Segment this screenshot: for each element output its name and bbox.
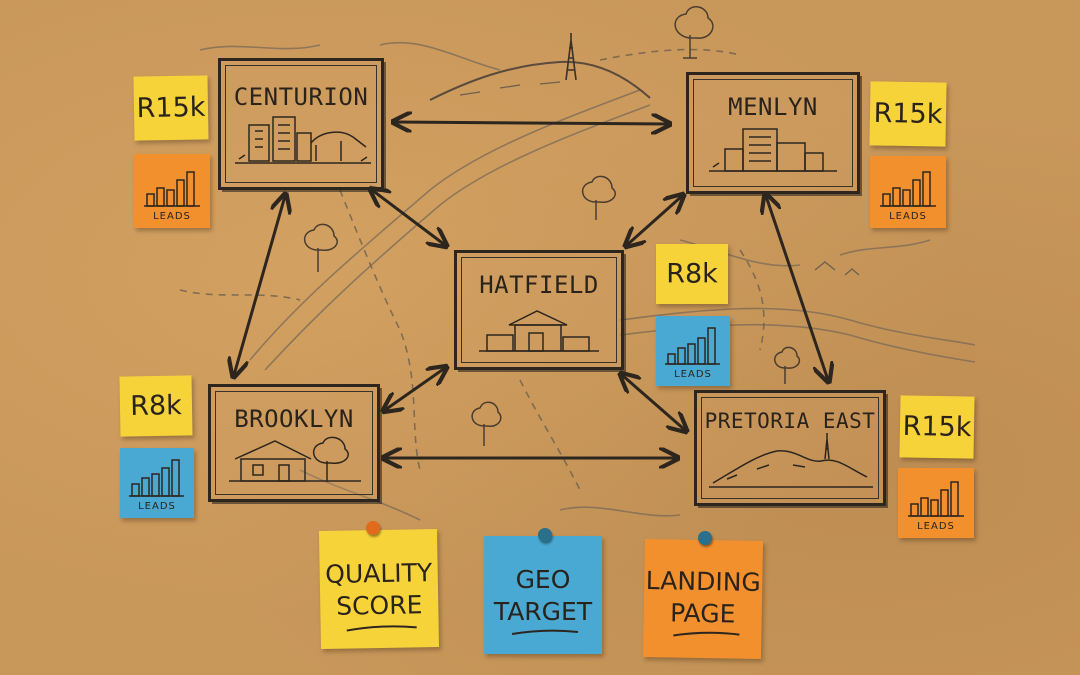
budget-hatfield: R8k — [666, 258, 718, 290]
pretoria-east-hills-sketch — [709, 433, 873, 488]
location-title-centurion: CENTURION — [233, 83, 369, 111]
budget-note-hatfield: R8k — [656, 244, 728, 304]
box-inner-border — [693, 79, 853, 187]
budget-note-menlyn: R15k — [869, 81, 947, 147]
bar-chart-icon — [129, 459, 184, 497]
leads-note-pretoria-east: LEADS — [898, 468, 974, 538]
leads-label: LEADS — [889, 211, 927, 222]
arrow-brooklyn-hatfield — [385, 368, 445, 410]
arrow-centurion-brooklyn — [234, 196, 285, 375]
arrow-hatfield-pretoria-east — [622, 375, 685, 430]
box-inner-border — [461, 257, 617, 363]
brooklyn-house-sketch — [229, 436, 361, 482]
box-inner-border — [225, 65, 377, 183]
underline-scribble — [346, 625, 417, 632]
location-box-pretoria-east[interactable]: PRETORIA EAST — [694, 390, 886, 506]
factor-line2: TARGET — [493, 597, 593, 626]
underline-scribble — [511, 629, 579, 635]
bar-chart-icon — [665, 327, 720, 365]
location-title-hatfield: HATFIELD — [479, 271, 599, 299]
budget-note-brooklyn: R8k — [119, 375, 193, 437]
factor-note-geo-target: GEO TARGET — [484, 536, 602, 654]
arrow-menlyn-pretoria-east — [766, 196, 828, 380]
leads-note-centurion: LEADS — [134, 154, 210, 228]
bar-chart-icon — [880, 171, 936, 207]
leads-note-menlyn: LEADS — [870, 156, 946, 228]
underline-scribble — [673, 631, 740, 637]
box-inner-border — [215, 391, 373, 495]
leads-label: LEADS — [917, 521, 955, 532]
leads-label: LEADS — [138, 501, 176, 512]
location-box-menlyn[interactable]: MENLYN — [686, 72, 860, 194]
pin-icon — [366, 521, 380, 535]
factor-note-quality-score: QUALITY SCORE — [318, 528, 440, 650]
location-title-pretoria-east: PRETORIA EAST — [704, 409, 876, 433]
bar-chart-icon — [908, 481, 964, 517]
bar-chart-icon — [144, 171, 200, 207]
budget-centurion: R15k — [136, 91, 206, 125]
location-box-brooklyn[interactable]: BROOKLYN — [208, 384, 380, 502]
location-box-hatfield[interactable]: HATFIELD — [454, 250, 624, 370]
leads-note-brooklyn: LEADS — [120, 448, 194, 518]
menlyn-mall-sketch — [709, 128, 837, 172]
budget-pretoria-east: R15k — [902, 410, 972, 444]
pin-icon — [698, 531, 712, 545]
arrow-centurion-menlyn — [395, 122, 668, 124]
location-title-brooklyn: BROOKLYN — [234, 405, 354, 433]
arrow-centurion-hatfield — [372, 190, 445, 245]
factor-note-landing-page: LANDING PAGE — [642, 538, 764, 660]
leads-label: LEADS — [153, 211, 191, 222]
arrow-menlyn-hatfield — [627, 196, 682, 245]
location-box-centurion[interactable]: CENTURION — [218, 58, 384, 190]
budget-brooklyn: R8k — [129, 390, 183, 422]
centurion-buildings-sketch — [235, 116, 371, 164]
budget-note-pretoria-east: R15k — [899, 395, 975, 459]
leads-note-hatfield: LEADS — [656, 316, 730, 386]
box-inner-border — [701, 397, 879, 499]
budget-note-centurion: R15k — [133, 75, 209, 141]
leads-label: LEADS — [674, 369, 712, 380]
location-title-menlyn: MENLYN — [728, 93, 818, 121]
budget-menlyn: R15k — [873, 97, 943, 131]
hatfield-station-sketch — [479, 310, 599, 352]
factor-line1: GEO — [515, 565, 571, 594]
pin-icon — [538, 528, 552, 542]
